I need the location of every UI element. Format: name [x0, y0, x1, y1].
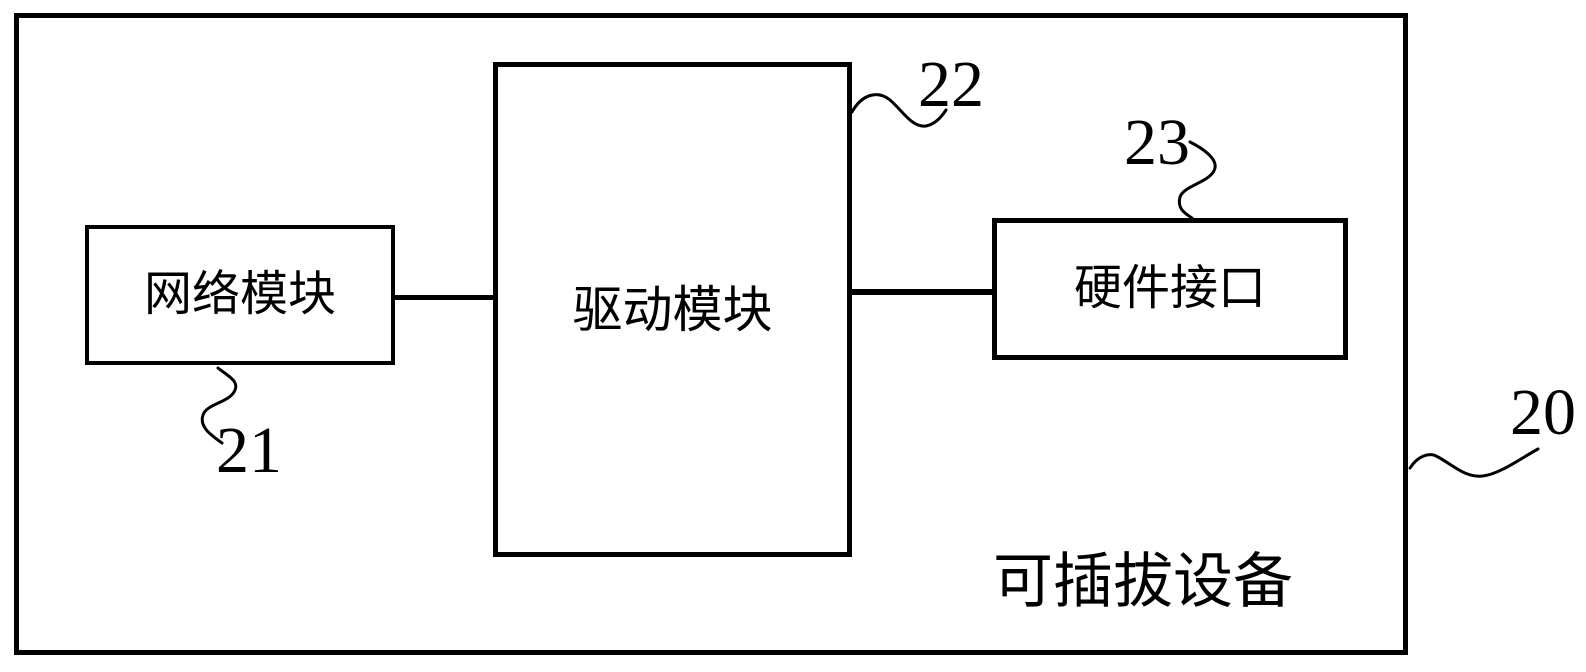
- block-network-module: 网络模块: [85, 225, 395, 365]
- driver-module-label: 驱动模块: [572, 281, 773, 338]
- leader-squiggle-23-icon: [1177, 140, 1217, 220]
- connector-network-to-driver: [395, 295, 493, 300]
- pluggable-device-label: 可插拔设备: [993, 549, 1293, 615]
- hardware-interface-label: 硬件接口: [1073, 262, 1266, 315]
- ref-number-22: 22: [918, 48, 984, 121]
- ref-number-21: 21: [216, 414, 282, 487]
- block-driver-module: 驱动模块: [493, 62, 852, 557]
- network-module-label: 网络模块: [143, 268, 336, 321]
- leader-squiggle-22-icon: [850, 93, 948, 128]
- block-hardware-interface: 硬件接口: [992, 218, 1348, 360]
- leader-squiggle-21-icon: [200, 366, 238, 445]
- leader-squiggle-20-icon: [1408, 447, 1540, 478]
- ref-number-23: 23: [1124, 106, 1190, 179]
- connector-driver-to-hardware: [852, 289, 992, 295]
- ref-number-20: 20: [1510, 376, 1576, 449]
